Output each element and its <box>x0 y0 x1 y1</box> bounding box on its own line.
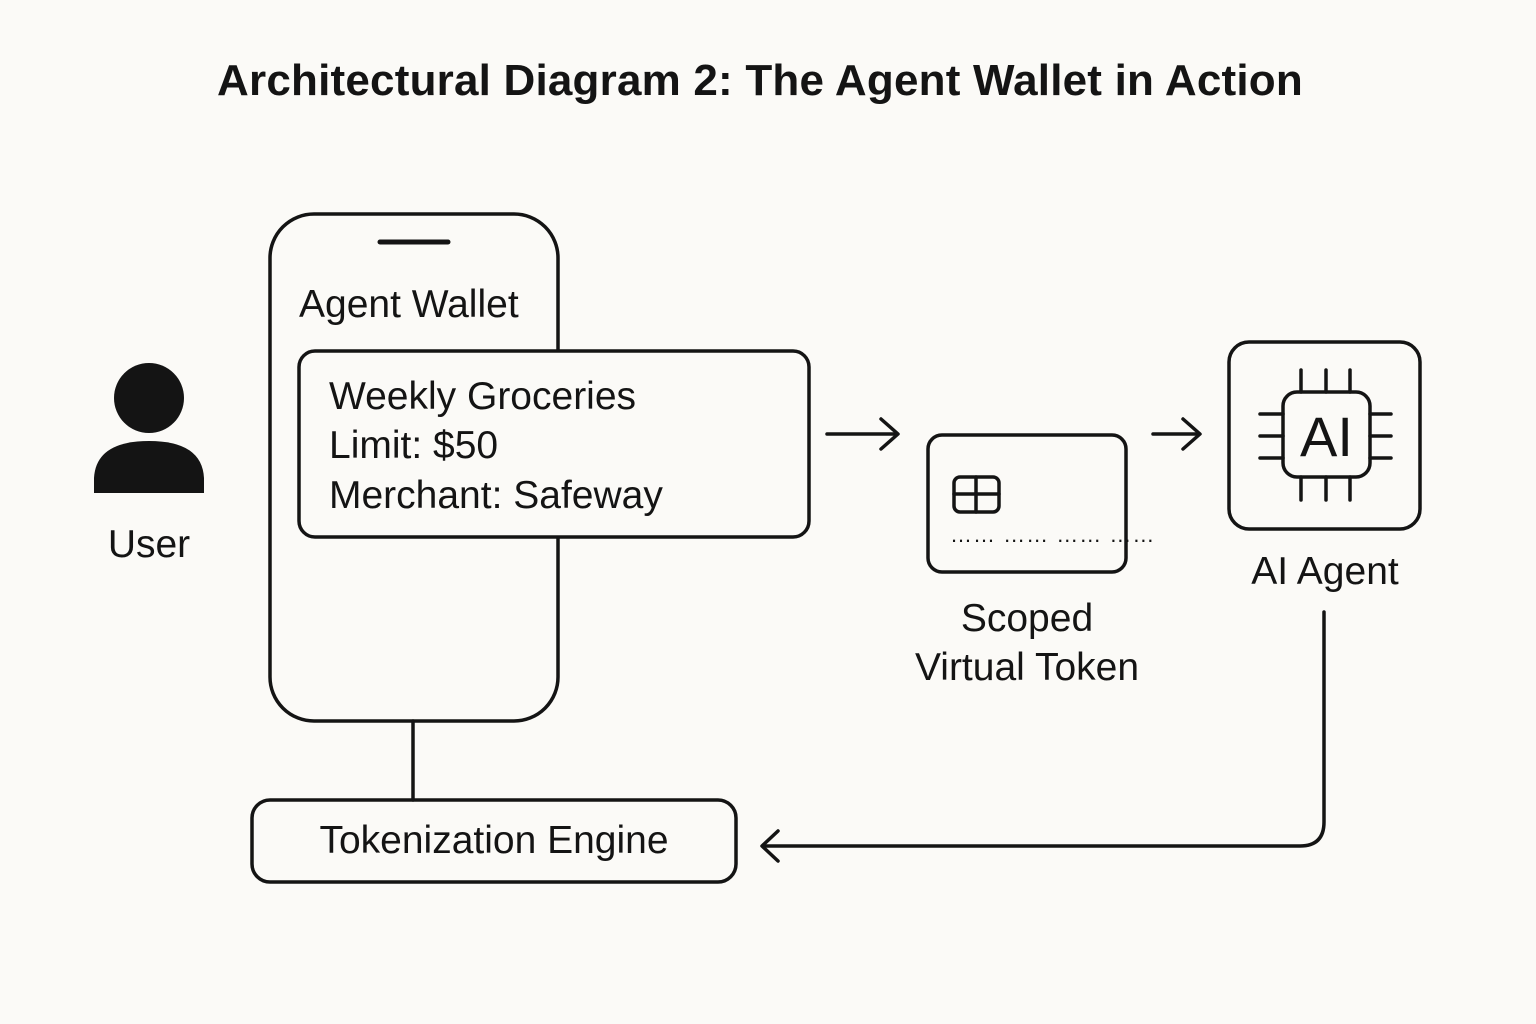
user-label: User <box>107 523 191 566</box>
ai-agent-box <box>1227 340 1422 531</box>
card-merchant: Merchant: Safeway <box>329 474 663 517</box>
agent-wallet-label: Agent Wallet <box>299 283 519 326</box>
tokenization-engine-box <box>250 798 738 884</box>
masked-card-number: …… …… …… …… <box>950 522 1156 547</box>
ai-chip-text: AI <box>1300 405 1353 468</box>
card-name: Weekly Groceries <box>329 375 637 418</box>
arrow-token-to-agent <box>1151 417 1202 451</box>
card-limit: Limit: $50 <box>329 424 499 467</box>
diagram-title: Architectural Diagram 2: The Agent Walle… <box>217 56 1303 105</box>
ai-agent-label: AI Agent <box>1251 550 1399 593</box>
wallet-card-box <box>297 349 811 539</box>
credit-card-icon <box>926 433 1128 574</box>
scoped-token-label-line1: Scoped <box>960 597 1094 640</box>
tokenization-engine-label: Tokenization Engine <box>319 819 669 862</box>
scoped-token-label-line2: Virtual Token <box>914 646 1140 689</box>
arrow-card-to-token <box>825 417 900 451</box>
ai-chip-icon <box>1258 368 1393 502</box>
arrow-agent-to-engine <box>760 610 1326 863</box>
user-icon <box>94 363 204 493</box>
card-chip-icon <box>952 475 1001 514</box>
